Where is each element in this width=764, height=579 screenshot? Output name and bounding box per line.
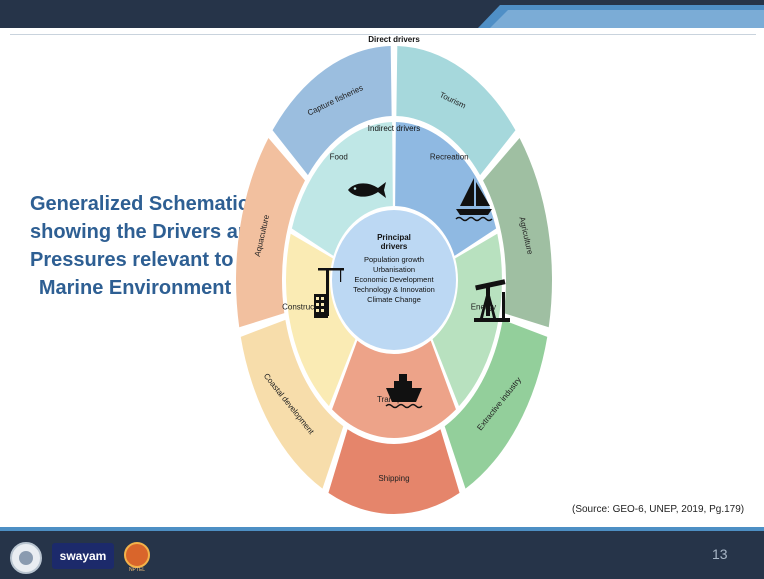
slide-title-line-1: Generalized Schematic xyxy=(30,193,249,215)
nptel-logo-text: NPTEL xyxy=(128,567,146,573)
center-item-2: Urbanisation xyxy=(373,265,415,274)
inner-segment-construction xyxy=(286,233,356,407)
indirect-drivers-label: Indirect drivers xyxy=(368,124,420,133)
inner-segment-food xyxy=(291,122,393,256)
slide-title: Generalized Schematic showing the Driver… xyxy=(30,190,269,302)
slide-title-line-3: Pressures relevant to the xyxy=(30,249,269,271)
page-number: 13 xyxy=(712,546,728,562)
sailboat-icon xyxy=(455,178,493,222)
inner-label-construction: Construction xyxy=(282,303,327,312)
direct-drivers-label: Direct drivers xyxy=(368,35,420,44)
footer-bar xyxy=(0,531,764,579)
inner-segment-energy xyxy=(432,233,502,407)
outer-segment-aquaculture xyxy=(235,137,305,328)
principal-drivers-circle xyxy=(332,210,456,350)
outer-segment-agriculture xyxy=(483,137,552,328)
oil-pump-icon xyxy=(474,279,510,322)
institute-logo xyxy=(10,542,42,574)
crane-building-icon xyxy=(314,268,344,318)
outer-segment-extractive-industry xyxy=(444,319,548,489)
outer-segment-capture-fisheries xyxy=(272,46,392,176)
top-bar-accent xyxy=(478,5,764,28)
fish-icon xyxy=(348,182,386,198)
outer-segment-tourism xyxy=(396,46,516,176)
nptel-logo xyxy=(124,542,150,568)
drivers-diagram: Direct drivers TourismAgricultureExtract… xyxy=(235,35,552,514)
outer-segment-coastal-development xyxy=(240,319,344,489)
center-item-5: Climate Change xyxy=(367,295,421,304)
inner-label-recreation: Recreation xyxy=(430,153,469,162)
frame-top-line xyxy=(10,34,756,35)
source-citation: (Source: GEO-6, UNEP, 2019, Pg.179) xyxy=(572,504,745,515)
inner-label-food: Food xyxy=(330,153,348,162)
footer-stripe xyxy=(0,527,764,532)
center-item-3: Economic Development xyxy=(354,275,434,284)
slide-title-line-2: showing the Drivers and xyxy=(30,221,263,243)
outer-segment-shipping xyxy=(328,429,460,514)
slide-title-line-4: Marine Environment xyxy=(38,277,232,299)
center-title-line-1: Principal xyxy=(377,233,411,242)
center-item-1: Population growth xyxy=(364,255,424,264)
center-title-line-2: drivers xyxy=(381,242,408,251)
outer-label-shipping: Shipping xyxy=(378,474,409,483)
inner-segment-recreation xyxy=(395,122,497,256)
swayam-logo: swayam xyxy=(52,543,114,569)
ship-icon xyxy=(385,374,423,409)
center-item-4: Technology & Innovation xyxy=(353,285,435,294)
